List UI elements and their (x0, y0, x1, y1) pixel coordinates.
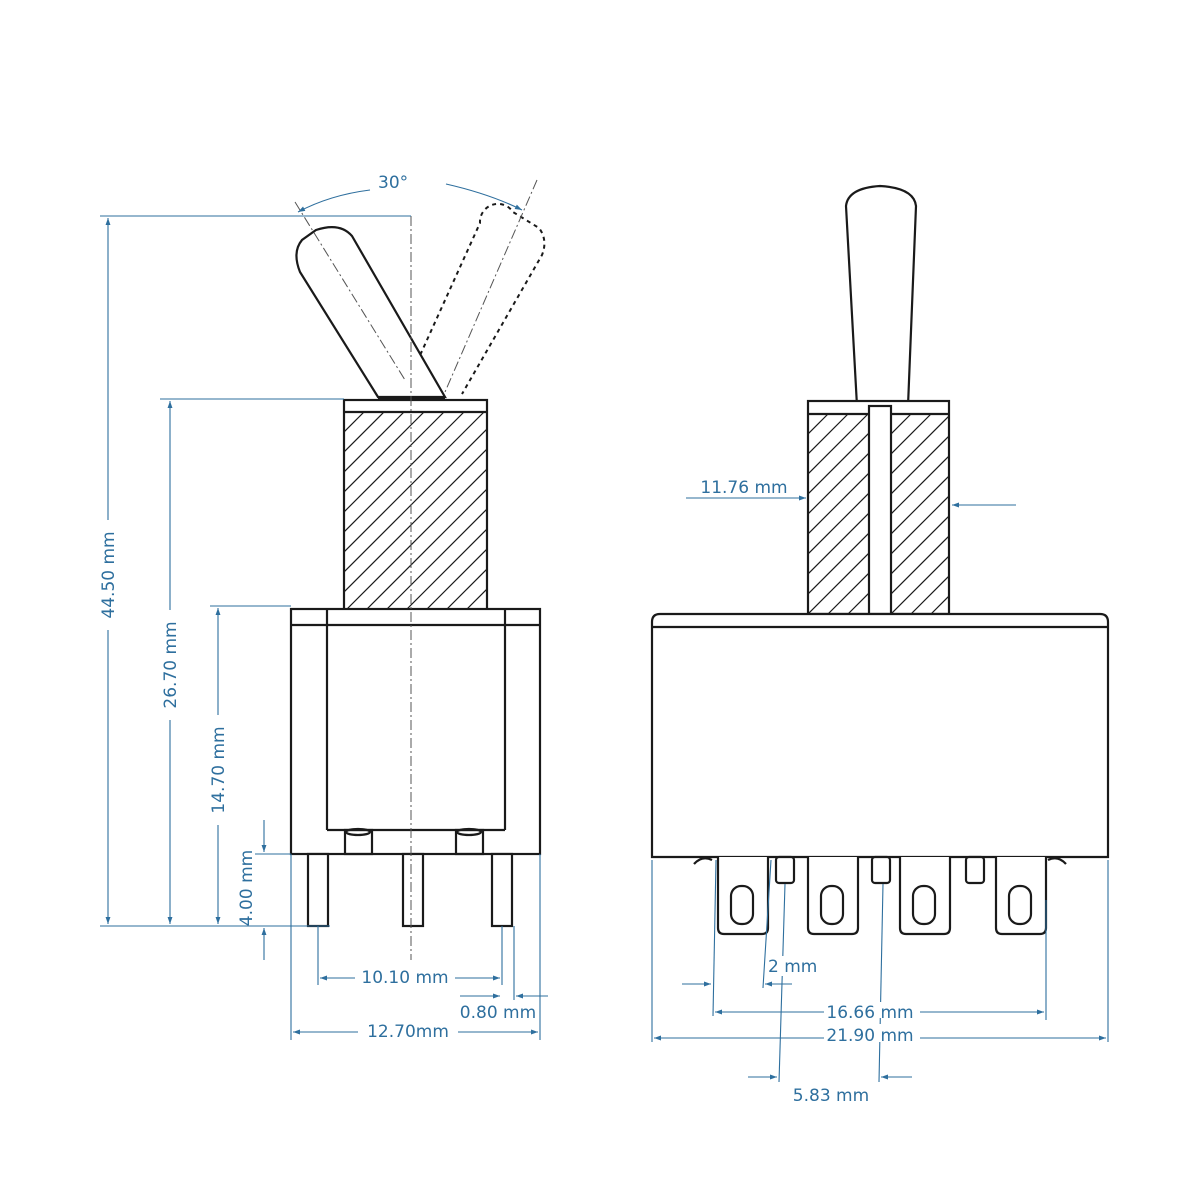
dim-body-height: 14.70 mm (209, 726, 229, 813)
dim-terminal-pitch: 5.83 mm (793, 1086, 869, 1106)
dim-bushing-diameter: 11.76 mm (700, 478, 787, 498)
lever-alt-position (416, 202, 546, 395)
terminal-3 (898, 857, 952, 936)
terminal-4 (994, 857, 1048, 936)
angle-arc-right (445, 183, 523, 211)
dim-terminal-span: 16.66 mm (826, 1003, 913, 1023)
switch-body-side (289, 607, 542, 856)
dim-total-height: 44.50 mm (99, 531, 119, 618)
angle-arc-left (297, 189, 371, 213)
angle-label: 30° (378, 173, 408, 193)
lever-front (844, 184, 918, 408)
front-terminals (693, 855, 1067, 936)
lever-axis-left (294, 201, 406, 381)
terminal-2 (806, 857, 860, 936)
bushing-front (806, 399, 951, 616)
dim-pin-width: 0.80 mm (460, 1003, 536, 1023)
dim-pin-spacing: 10.10 mm (361, 968, 448, 988)
lever (295, 225, 447, 399)
dim-terminal-gap: 2 mm (768, 957, 817, 977)
dim-body-width-front: 21.90 mm (826, 1026, 913, 1046)
side-view: 30° 44.50 mm 26.70 mm 14.70 mm 4.00 mm 1… (96, 173, 548, 1042)
bushing-side (342, 398, 489, 612)
dim-bushing-height: 26.70 mm (161, 621, 181, 708)
dim-body-width-side: 12.70mm (367, 1022, 449, 1042)
front-view: 11.76 mm 2 mm 16.66 mm 21.90 mm 5.83 mm (650, 184, 1110, 1106)
terminal-1 (716, 857, 770, 936)
switch-body-front (650, 612, 1110, 859)
lever-axis-right (444, 179, 538, 393)
side-pins (306, 852, 514, 928)
dim-pin-length: 4.00 mm (237, 850, 257, 926)
